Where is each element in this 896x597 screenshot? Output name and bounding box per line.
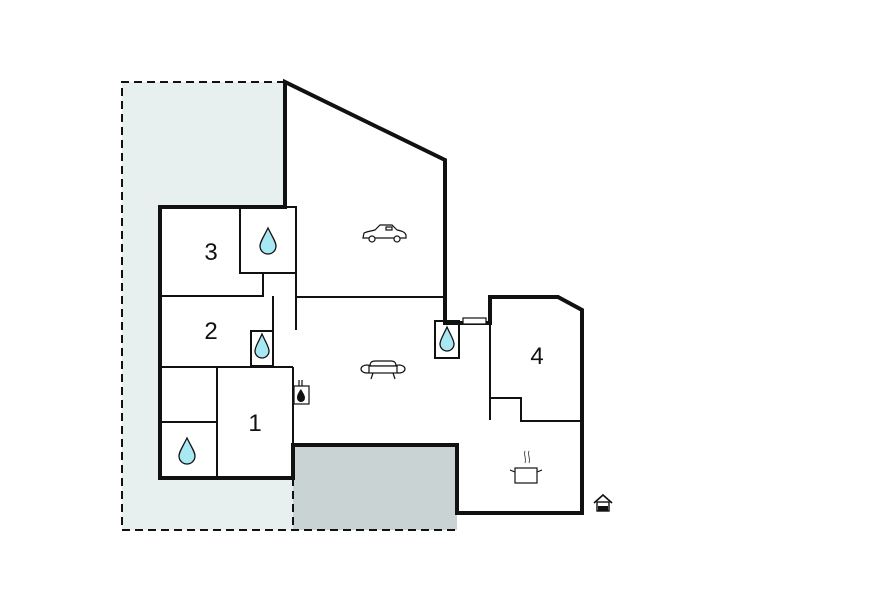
window-icon [462, 317, 487, 325]
water-drop-icon [178, 436, 196, 465]
terrace-area [293, 445, 457, 530]
fireplace-icon [293, 380, 310, 405]
water-drop-icon [254, 332, 270, 359]
outdoor-boundary-dashed [121, 81, 457, 531]
room-label-4: 4 [530, 343, 543, 370]
room-label-3: 3 [204, 239, 217, 266]
outdoor-area [122, 82, 293, 530]
interior-walls [160, 206, 582, 478]
room-label-2: 2 [204, 318, 217, 345]
house-entrance-icon [593, 493, 613, 512]
cooking-pot-icon [509, 450, 543, 484]
car-icon [362, 224, 407, 243]
room-label-1: 1 [248, 410, 261, 437]
water-drop-icon [259, 226, 277, 255]
water-drop-icon [439, 325, 455, 352]
sofa-icon [360, 360, 406, 380]
